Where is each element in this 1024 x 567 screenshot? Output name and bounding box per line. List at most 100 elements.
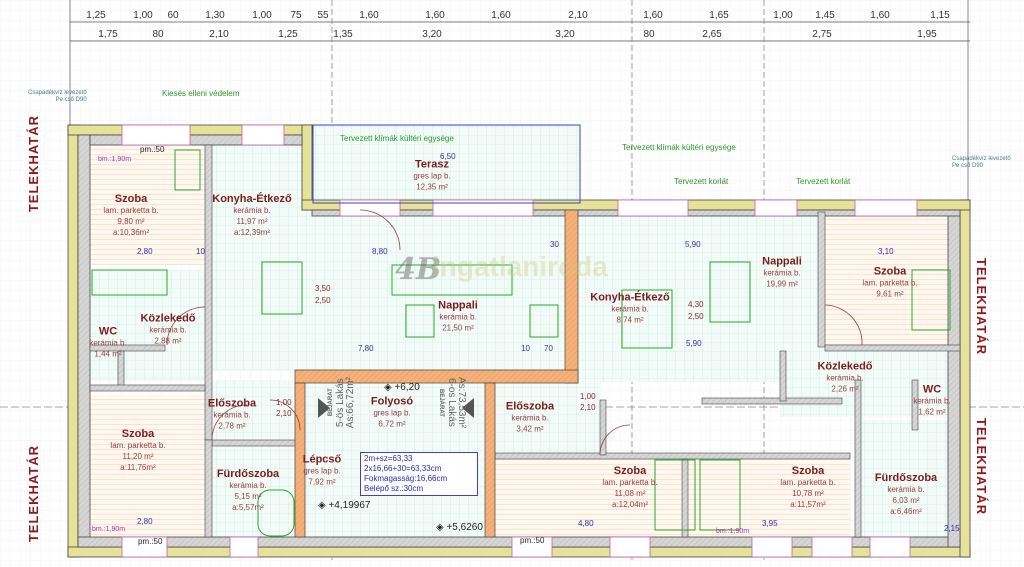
- room-area: 11,20 m²: [122, 452, 154, 461]
- room-floor: kerámia b.: [763, 268, 801, 278]
- room-name: Nappali: [762, 255, 802, 268]
- stair-info-line: 2x16,66+30=63,33cm: [364, 464, 442, 473]
- dimension-label: 1,60: [359, 10, 379, 21]
- dimension-label: 7,80: [358, 344, 374, 353]
- room-area: 5,15 m²: [234, 492, 262, 501]
- room-floor: gres lap b.: [373, 408, 411, 418]
- dimension-label: 3,20: [422, 29, 442, 40]
- dimension-label: 1,15: [930, 10, 950, 21]
- elevation-marker: ◈ +4,19967: [318, 500, 371, 511]
- dimension-label: 1,25: [86, 10, 106, 21]
- apartment-area: As:73,53m²: [456, 377, 467, 429]
- fall-protection-annotation: Kiesés elleni védelem: [162, 89, 240, 98]
- room-name: Terasz: [414, 158, 450, 171]
- dimension-label: 2,80: [137, 247, 153, 256]
- dimension-label: 10: [196, 247, 205, 256]
- dimension-label: 1,25: [278, 29, 298, 40]
- room-area: 10,78 m²: [792, 489, 824, 498]
- room-floor: kerámia b.: [611, 304, 649, 314]
- dimension-label: 6,50: [440, 152, 456, 161]
- dimension-label: 80: [152, 29, 164, 40]
- room-area: 6,72 m²: [378, 419, 406, 429]
- stair-info-line: 2m+sz=63,33: [364, 454, 413, 463]
- room-area: 11,08 m²: [614, 489, 646, 498]
- room-name: Közlekedő: [817, 360, 873, 373]
- dimension-label: 55: [317, 10, 329, 21]
- boundary-label: TELEKHATÁR: [974, 258, 989, 356]
- room-area: 2,78 m²: [218, 421, 246, 431]
- room-name: Fürdőszoba: [216, 468, 280, 480]
- sill-height-label: bm.:1,90m: [92, 526, 126, 533]
- dimension-label: 2,75: [812, 29, 832, 40]
- dimension-label: 1,00: [773, 10, 793, 21]
- parapet-label: pm.:50: [520, 536, 545, 545]
- entry-label: BEJÁRAT: [438, 388, 444, 417]
- room-area: 19,99 m²: [766, 279, 798, 289]
- apartment-label-right: As:73,53m² 6-os Lakás BEJÁRAT: [436, 377, 467, 429]
- room-name: WC: [98, 325, 118, 338]
- downpipe-annotation: Csapadékvíz levezető Pe cső D90: [952, 156, 1011, 170]
- room-name: Szoba: [114, 193, 148, 205]
- stair-info-box: 2m+sz=63,33 2x16,66+30=63,33cm Fokmagass…: [360, 452, 478, 496]
- elevation-value: +6,20: [394, 382, 420, 393]
- room-area: 9,61 m²: [876, 289, 904, 299]
- sill-height-label: bm.:1,90m: [716, 528, 750, 535]
- room-area: 2,88 m²: [154, 336, 182, 346]
- room-area-gross: a:6,46m²: [890, 507, 922, 516]
- room-floor: gres lap b.: [303, 466, 341, 476]
- inner-walls: [89, 144, 961, 538]
- dimension-label: 80: [643, 29, 655, 40]
- dimension-label: 1,60: [870, 10, 890, 21]
- dimension-label: 1,35: [333, 29, 353, 40]
- room-floor: lam. parketta b.: [862, 278, 918, 288]
- ac-unit-annotation: Tervezett klímák kültéri egysége: [622, 143, 736, 152]
- boundary-label: TELEKHATÁR: [974, 418, 989, 516]
- room-area: 12,35 m²: [416, 182, 448, 192]
- downpipe-annotation: Csapadékvíz levezető Pe cső D90: [28, 90, 87, 104]
- entry-arrow-left-icon: [318, 398, 330, 418]
- room-name: Előszoba: [505, 400, 555, 413]
- dimension-label: 3,95: [762, 519, 778, 528]
- room-name: Folyosó: [370, 395, 414, 408]
- dimension-label: 75: [290, 10, 302, 21]
- room-name: Közlekedő: [140, 312, 196, 325]
- elevation-value: +4,19967: [328, 500, 371, 511]
- dimension-label: 1,60: [643, 10, 663, 21]
- dimension-label: 1,60: [491, 10, 511, 21]
- dimension-label: 1,60: [425, 10, 445, 21]
- ac-unit-annotation: Tervezett klímák kültéri egysége: [340, 134, 454, 143]
- dimension-label: 1,95: [917, 29, 937, 40]
- stair-info-line: Belépő sz.:30cm: [364, 484, 424, 493]
- room-floor: lam. parketta b.: [602, 478, 658, 487]
- room-floor: kerámia b.: [213, 410, 251, 420]
- room-area-gross: a:5,57m²: [232, 503, 264, 512]
- dimension-label: 2,10: [209, 29, 229, 40]
- floor-fills: [90, 125, 960, 540]
- dimension-label: 2,50: [688, 312, 704, 321]
- room-floor: kerámia b.: [149, 325, 187, 335]
- room-floor: kerámia b.: [229, 481, 267, 490]
- room-floor: kerámia b.: [887, 485, 925, 494]
- room-floor: kerámia b.: [89, 338, 127, 348]
- dimension-label: 30: [550, 240, 559, 249]
- dimension-label: 2,10: [580, 403, 596, 412]
- room-area-gross: a:12,39m²: [233, 228, 271, 237]
- room-area-gross: a:12,04m²: [611, 500, 649, 509]
- room-name: Fürdőszoba: [874, 472, 938, 484]
- room-floor: lam. parketta b.: [110, 441, 166, 450]
- room-floor: lam. parketta b.: [780, 478, 836, 487]
- dimension-label: 10: [521, 344, 530, 353]
- downpipe-text: Pe cső D90: [55, 97, 87, 103]
- dimension-label: 5,90: [685, 240, 701, 249]
